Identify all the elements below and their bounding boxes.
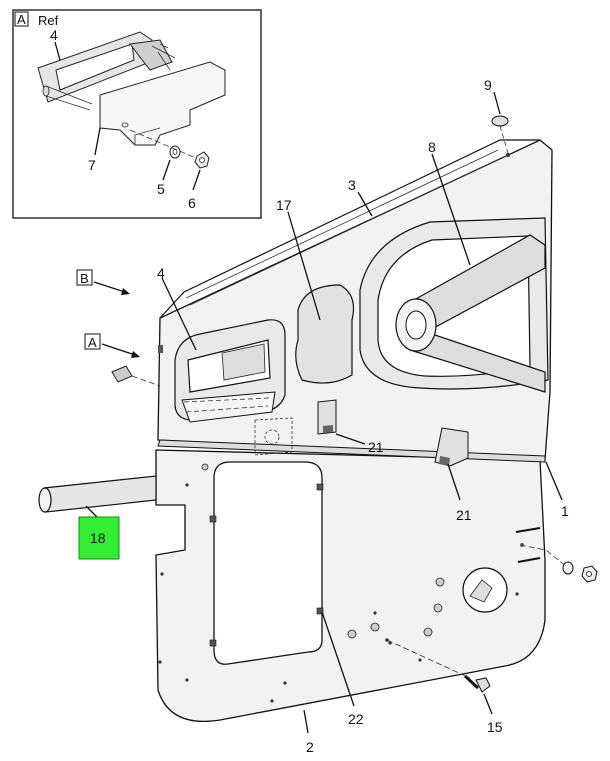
callout-18-highlight[interactable]: [78, 516, 120, 560]
callout-21b: 21: [456, 507, 472, 523]
inset-ref-text: Ref: [38, 13, 59, 28]
inset-callout-6: 6: [188, 195, 196, 211]
door-rod: [38, 475, 157, 513]
callout-3: 3: [348, 177, 356, 193]
inset-callout-5: 5: [157, 181, 165, 197]
right-fasteners: [562, 561, 598, 583]
inset-callout-7: 7: [88, 157, 96, 173]
inset-handle-assembly: [37, 31, 226, 169]
callout-8: 8: [428, 139, 436, 155]
callout-17: 17: [276, 197, 292, 213]
callout-22: 22: [348, 711, 364, 727]
view-b-frame: [76, 269, 93, 286]
callout-2: 2: [306, 739, 314, 755]
callout-9: 9: [484, 77, 492, 93]
view-b-label: B: [80, 271, 89, 286]
screw: [385, 638, 491, 693]
inset-box-label: A: [17, 12, 26, 27]
view-a-frame: [84, 333, 101, 350]
lower-panel: [155, 449, 569, 723]
inset-callout-4: 4: [50, 27, 58, 43]
callout-18: 18: [90, 530, 106, 546]
inset-box-label-frame: [14, 11, 29, 27]
callout-1: 1: [561, 503, 569, 519]
view-a-label: A: [88, 335, 97, 350]
callout-21a: 21: [368, 439, 384, 455]
callout-15: 15: [487, 719, 503, 735]
map-pocket: [295, 284, 355, 384]
access-opening: [213, 461, 323, 665]
upper-trim-panel: [111, 115, 553, 467]
callout-4: 4: [157, 265, 165, 281]
